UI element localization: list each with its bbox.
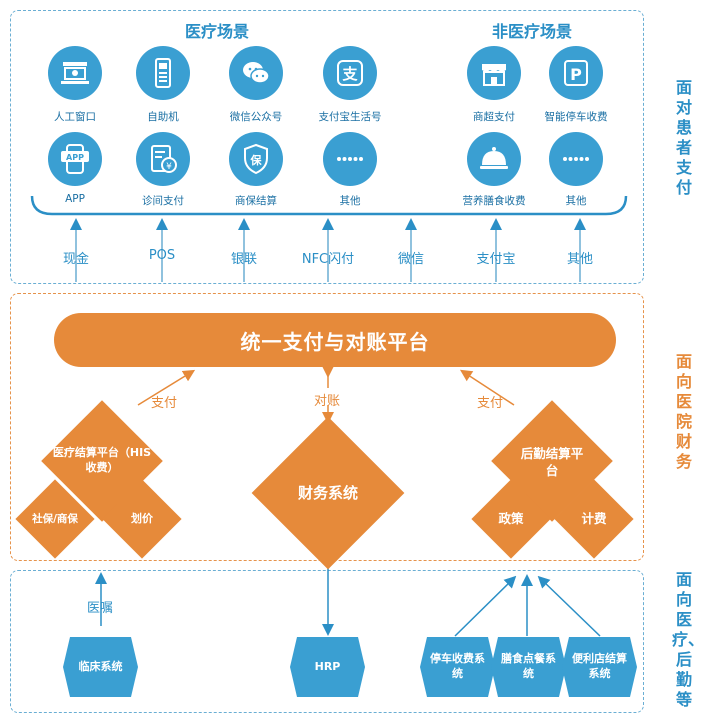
channel-label: 微信公众号 <box>229 111 283 123</box>
arrow-label-orders: 医嘱 <box>87 601 114 616</box>
channel-label: 其他 <box>565 195 587 207</box>
channel-label: 商超支付 <box>473 111 515 123</box>
payment-method: 支付宝 <box>476 252 516 267</box>
side-label-bottom: 面向医疗、后勤等 <box>672 570 704 709</box>
clinical-system-label: 临床系统 <box>78 659 123 673</box>
payment-method: 银联 <box>230 252 257 267</box>
kiosk-icon <box>136 46 190 100</box>
pricing-label: 划价 <box>131 511 153 525</box>
more-dots-icon <box>323 132 377 186</box>
svg-text:¥: ¥ <box>166 162 172 172</box>
parking-icon: P <box>549 46 603 100</box>
store-system-hexagon <box>562 637 637 697</box>
hrp-label: HRP <box>314 659 341 673</box>
financial-system-label: 财务系统 <box>297 483 358 502</box>
service-window-icon <box>48 46 102 100</box>
arrow-label-reconcile: 对账 <box>314 394 341 409</box>
app-icon: APP <box>48 132 102 186</box>
svg-text:APP: APP <box>66 153 84 162</box>
payment-method: 其他 <box>566 252 593 267</box>
social-insurance-label: 社保/商保 <box>32 512 78 525</box>
meal-system-label: 膳食点餐系统 <box>501 652 556 680</box>
store-system-label: 便利店结算系统 <box>572 652 627 680</box>
meal-system-hexagon <box>491 637 566 697</box>
more-dots-icon <box>549 132 603 186</box>
hrp-hexagon <box>290 637 365 697</box>
channel-label: 智能停车收费 <box>544 111 608 123</box>
supermarket-icon <box>467 46 521 100</box>
channel-label: 营养膳食收费 <box>462 195 526 207</box>
channel-label: 自助机 <box>147 111 179 123</box>
logistics-label: 后勤结算平台 <box>520 446 584 478</box>
parking-system-hexagon <box>420 637 495 697</box>
payment-method: NFC闪付 <box>301 252 355 267</box>
svg-text:P: P <box>570 65 582 84</box>
billing-label: 计费 <box>581 510 607 526</box>
svg-text:保: 保 <box>250 153 263 167</box>
insurance-shield-icon: 保 <box>229 132 283 186</box>
medical-logistics-panel <box>10 570 644 713</box>
alipay-icon: 支 <box>323 46 377 100</box>
clinical-system-hexagon <box>63 637 138 697</box>
section-title-non-medical: 非医疗场景 <box>492 22 573 41</box>
arrow-label-pay-left: 支付 <box>151 396 178 411</box>
channel-label: 支付宝生活号 <box>318 111 382 123</box>
channel-label: APP <box>65 193 85 205</box>
clinic-pay-icon: ¥ <box>136 132 190 186</box>
wechat-icon <box>229 46 283 100</box>
policy-label: 政策 <box>498 510 524 526</box>
patient-payment-panel <box>10 10 644 284</box>
unified-payment-platform: 统一支付与对账平台 <box>54 313 616 367</box>
food-cloche-icon <box>467 132 521 186</box>
his-label: 医疗结算平台（HIS收费） <box>52 446 152 474</box>
channel-label: 商保结算 <box>235 195 277 207</box>
channel-label: 其他 <box>339 195 361 207</box>
payment-method: 微信 <box>397 252 424 267</box>
side-label-patient: 面对患者支付 <box>675 78 692 197</box>
channel-label: 诊间支付 <box>142 195 184 207</box>
parking-system-label: 停车收费系统 <box>430 652 485 680</box>
side-label-finance: 面向医院财务 <box>675 352 692 471</box>
svg-text:支: 支 <box>341 65 358 83</box>
arrow-label-pay-right: 支付 <box>477 396 504 411</box>
channel-label: 人工窗口 <box>54 111 96 123</box>
section-title-medical: 医疗场景 <box>185 22 250 41</box>
payment-method: POS <box>148 248 176 263</box>
payment-method: 现金 <box>62 252 89 267</box>
